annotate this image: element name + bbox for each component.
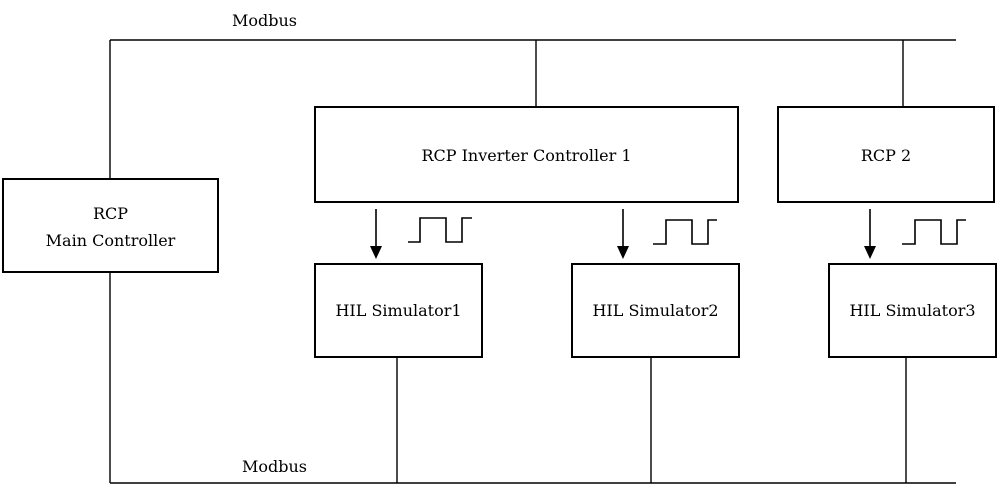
hil1-block: HIL Simulator1 [314,263,483,358]
rcp2-block: RCP 2 [777,106,995,203]
arrow-down-icon [864,209,876,259]
hil2-block: HIL Simulator2 [571,263,740,358]
main-controller-label-line1: RCP [93,204,128,223]
hil3-box [828,263,997,358]
pulse-waveform-icon [408,217,472,243]
arrow-down-icon [370,209,382,259]
main-controller-label-line2: Main Controller [46,231,176,250]
hil1-label: HIL Simulator1 [335,301,461,320]
rcp2-label: RCP 2 [861,146,911,165]
arrow-down-icon [617,209,629,259]
bottom-modbus-label: Modbus [242,457,307,476]
hil2-label: HIL Simulator2 [592,301,718,320]
top-modbus-label: Modbus [232,11,297,30]
pulse-waveform-icon [653,219,717,245]
hil2-box [571,263,740,358]
main-controller-block: RCP Main Controller [2,178,219,273]
rcp2-box [777,106,995,203]
hil3-label: HIL Simulator3 [849,301,975,320]
inverter-controller-box [314,106,739,203]
pulse-waveform-icon [902,219,966,245]
hil1-box [314,263,483,358]
main-controller-box [2,178,219,273]
inverter-controller-label: RCP Inverter Controller 1 [421,146,631,165]
hil3-block: HIL Simulator3 [828,263,997,358]
inverter-controller-block: RCP Inverter Controller 1 [314,106,739,203]
